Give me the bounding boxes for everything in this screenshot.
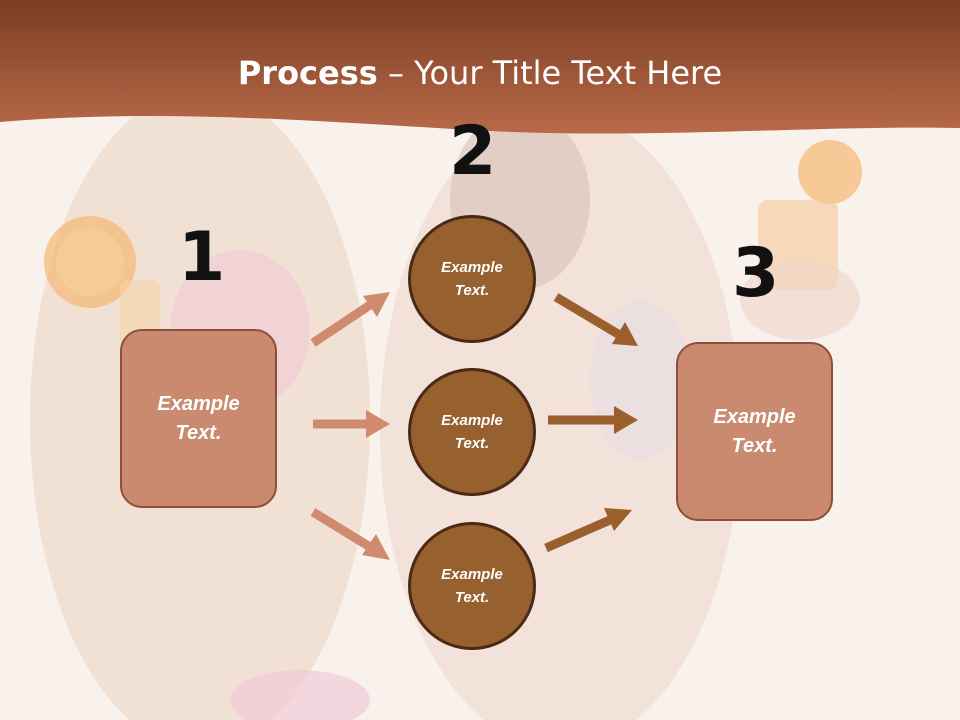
- circle-top-line-2: Text.: [454, 282, 490, 299]
- circle-bottom-line-2: Text.: [454, 589, 490, 606]
- circle-top-line-1: Example: [441, 259, 503, 276]
- step-1-line-1: Example: [157, 392, 240, 415]
- step-number-3: 3: [732, 234, 780, 313]
- step-2-circle-top: Example Text.: [408, 215, 536, 343]
- step-3-line-1: Example: [713, 405, 796, 428]
- circle-middle-line-2: Text.: [454, 435, 490, 452]
- step-2-circle-middle: Example Text.: [408, 368, 536, 496]
- step-number-2: 2: [449, 112, 497, 191]
- circle-middle-line-1: Example: [441, 412, 503, 429]
- step-number-1: 1: [178, 218, 226, 297]
- step-2-circle-bottom: Example Text.: [408, 522, 536, 650]
- title-bold: Process: [237, 54, 378, 92]
- step-1-box: Example Text.: [120, 329, 277, 508]
- title-rest: – Your Title Text Here: [377, 54, 723, 92]
- step-1-line-2: Text.: [175, 421, 222, 444]
- step-1-text: Example Text.: [157, 390, 239, 448]
- step-3-line-2: Text.: [731, 434, 778, 457]
- slide-title: Process – Your Title Text Here: [0, 54, 960, 92]
- step-3-box: Example Text.: [676, 342, 833, 521]
- circle-bottom-line-1: Example: [441, 566, 503, 583]
- step-3-text: Example Text.: [713, 403, 795, 461]
